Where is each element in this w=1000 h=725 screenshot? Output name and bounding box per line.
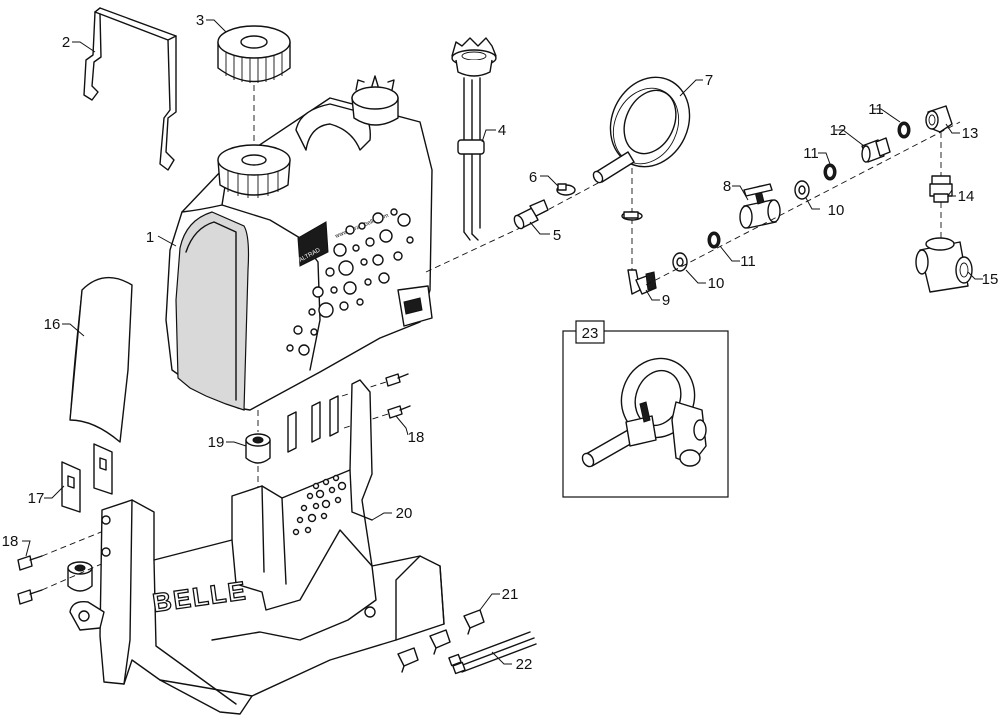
callout-7: 7 [705, 72, 713, 89]
part-level-gauge [451, 37, 497, 241]
frame-dot-pattern [292, 474, 347, 536]
part-oring-11-top [897, 121, 911, 139]
callout-19: 19 [208, 434, 225, 451]
part-rubber-mount-19 [245, 410, 271, 498]
part-cable-clips-21 [397, 609, 485, 673]
part-clip-plates-17 [61, 443, 113, 513]
callout-18a: 18 [2, 533, 19, 550]
kit-23-label: 23 [582, 325, 599, 342]
callout-numbers: 1 2 3 4 5 6 7 8 9 10 10 11 11 11 12 13 1… [2, 12, 999, 673]
part-union-fitting [513, 199, 549, 230]
part-hose-loop [592, 76, 691, 270]
part-frame-20: BELLE [69, 379, 445, 715]
callout-9: 9 [662, 292, 670, 309]
part-guard-sheet-16 [69, 277, 133, 443]
part-ball-valve [739, 183, 781, 229]
part-hex-nipple [861, 137, 891, 163]
part-oring-11-mid [823, 163, 837, 181]
callout-2: 2 [62, 34, 70, 51]
part-rubber-mount-19b [67, 561, 93, 592]
callout-11b: 11 [803, 145, 819, 162]
part-oring-11-lower [707, 231, 721, 249]
part-elbow-connector [621, 211, 657, 295]
callout-11c: 11 [740, 253, 756, 270]
callout-5: 5 [553, 227, 561, 244]
part-cap [217, 25, 291, 148]
kit-23-box: 23 [562, 320, 729, 498]
part-elbow-13 [925, 105, 953, 133]
part-tank: ALTRAD www.altrad-belle.com [165, 75, 433, 411]
callout-11a: 11 [868, 101, 884, 118]
callout-8: 8 [723, 178, 731, 195]
tank-dot-pattern [286, 208, 414, 356]
callout-16: 16 [44, 316, 61, 333]
callout-1: 1 [146, 229, 154, 246]
callout-17: 17 [28, 490, 45, 507]
callout-10a: 10 [708, 275, 725, 292]
part-washer-10-upper [794, 180, 810, 200]
callout-3: 3 [196, 12, 204, 29]
part-hose-clip [556, 183, 576, 196]
callout-10b: 10 [828, 202, 845, 219]
callout-14: 14 [958, 188, 975, 205]
callout-13: 13 [962, 125, 979, 142]
callout-20: 20 [396, 505, 413, 522]
callout-18b: 18 [408, 429, 425, 446]
callout-4: 4 [498, 122, 506, 139]
callout-15: 15 [982, 271, 999, 288]
leader-lines [22, 19, 983, 665]
part-washer-10-lower [672, 252, 688, 272]
part-bolts-18 [17, 373, 411, 605]
part-cable-ties-22 [448, 631, 537, 675]
part-adaptor-14 [929, 132, 953, 238]
callout-22: 22 [516, 656, 533, 673]
callout-21: 21 [502, 586, 519, 603]
part-tee-15 [915, 237, 973, 293]
part-hanging-bracket [83, 7, 177, 171]
callout-6: 6 [529, 169, 537, 186]
callout-12: 12 [830, 122, 847, 139]
